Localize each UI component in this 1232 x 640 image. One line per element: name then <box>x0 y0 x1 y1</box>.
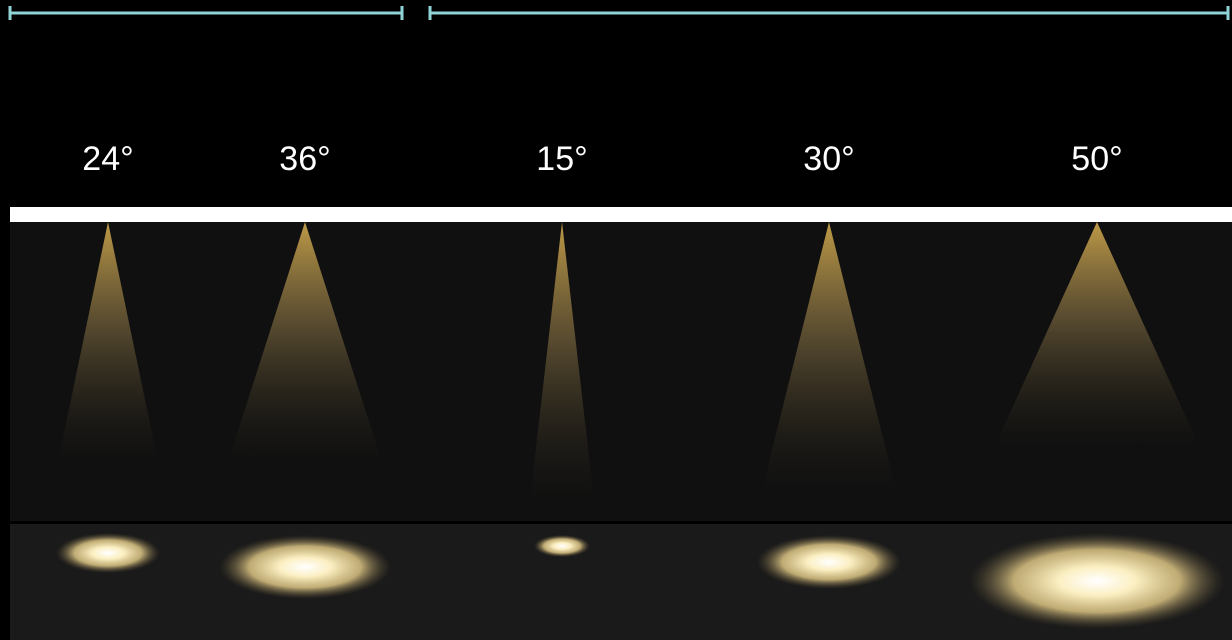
left-bracket <box>8 6 404 20</box>
angle-label-15: 15° <box>536 140 587 178</box>
light-spot-24 <box>56 533 160 573</box>
light-spot-30 <box>757 535 901 589</box>
right-bracket <box>428 6 1230 20</box>
ceiling-bar <box>10 207 1232 222</box>
light-spot-36 <box>219 535 391 599</box>
beam-cone-15 <box>530 222 594 500</box>
light-spot-15 <box>534 535 590 557</box>
beam-cone-36 <box>228 222 382 462</box>
angle-label-30: 30° <box>803 140 854 178</box>
angle-label-36: 36° <box>279 140 330 178</box>
beam-cone-50 <box>994 222 1200 448</box>
cone-panel <box>10 221 1232 521</box>
beam-cone-30 <box>762 222 896 490</box>
angle-label-24: 24° <box>82 140 133 178</box>
beam-cone-24 <box>58 222 158 462</box>
angle-label-50: 50° <box>1071 140 1122 178</box>
light-spot-50 <box>969 533 1225 629</box>
